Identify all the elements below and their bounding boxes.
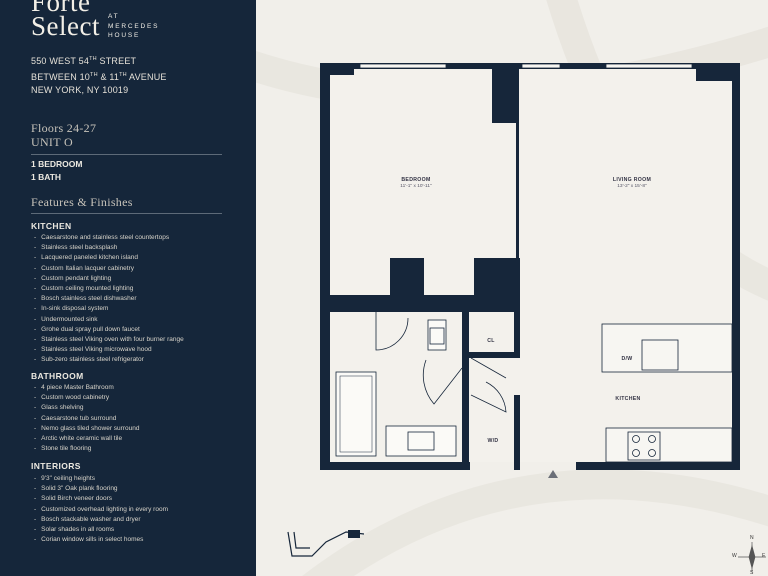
address-line-3: NEW YORK, NY 10019 [31,85,129,95]
feature-item: Customized overhead lighting in every ro… [34,505,168,515]
address-line-1: 550 WEST 54TH STREET [31,56,137,66]
kitchen-list: Caesarstone and stainless steel countert… [34,233,184,366]
divider [31,154,222,155]
entry-marker [548,470,558,478]
kitchen-counter [601,323,733,373]
feature-item: Sub-zero stainless steel refrigerator [34,355,184,365]
kitchen-title: KITCHEN [31,221,72,231]
brand-logo: Forte Select [31,0,100,41]
feature-item: In-sink disposal system [34,304,184,314]
floor-plan: BEDROOM 11'-1" x 10'-11" LIVING ROOM 13'… [256,0,768,576]
address-line-2: BETWEEN 10TH & 11TH AVENUE [31,71,167,82]
feature-item: 9'3" ceiling heights [34,474,168,484]
feature-item: Custom wood cabinetry [34,393,139,403]
feature-item: Glass shelving [34,403,139,413]
vanity [385,425,457,457]
range-counter [605,427,733,463]
kitchen-fixtures [601,323,733,463]
feature-item: Bosch stackable washer and dryer [34,515,168,525]
feature-item: Nemo glass tiled shower surround [34,424,139,434]
washer-dryer-label: W/D [487,438,499,444]
features-title: Features & Finishes [31,195,133,209]
divider [31,213,222,214]
kitchen-label: KITCHEN [615,396,641,402]
feature-item: Caesarstone and stainless steel countert… [34,233,184,243]
feature-item: Stainless steel Viking microwave hood [34,345,184,355]
closet-label: CL [487,338,495,344]
feature-item: Caesarstone tub surround [34,414,139,424]
feature-item: Stainless steel Viking oven with four bu… [34,335,184,345]
bath-count: 1 BATH [31,172,62,182]
info-sidebar: Forte Select AT MERCEDES HOUSE 550 WEST … [0,0,256,576]
feature-item: Custom Italian lacquer cabinetry [34,264,184,274]
feature-item: Stainless steel backsplash [34,243,184,253]
key-plan-unit [348,530,360,538]
compass-w: W [732,553,737,559]
feature-item: Custom pendant lighting [34,274,184,284]
kitchen-sink [641,339,679,371]
toilet [427,319,447,351]
compass [738,542,766,572]
living-room-label: LIVING ROOM [612,177,652,183]
cooktop [627,431,661,461]
interiors-list: 9'3" ceiling heightsSolid 3" Oak plank f… [34,474,168,545]
dishwasher-label: D/W [621,356,633,362]
bath-fixtures [335,319,457,457]
floors-text: Floors 24-27 [31,121,97,135]
feature-item: Lacquered paneled kitchen island [34,253,184,263]
feature-item: Solid 3" Oak plank flooring [34,484,168,494]
interiors-title: INTERIORS [31,461,81,471]
windows [359,63,693,69]
interior-floor [328,68,738,462]
feature-item: Solid Birch veneer doors [34,494,168,504]
compass-e: E [762,553,766,559]
bedroom-label: BEDROOM [401,177,431,183]
feature-item: Solar shades in all rooms [34,525,168,535]
bedroom-count: 1 BEDROOM [31,159,83,169]
feature-item: Bosch stainless steel dishwasher [34,294,184,304]
compass-n: N [750,535,754,541]
bathroom-title: BATHROOM [31,371,84,381]
compass-s: S [750,570,754,576]
living-room-dimensions: 13'-2" x 15'-8" [617,184,647,189]
brand-subtitle: AT MERCEDES HOUSE [108,13,160,39]
feature-item: Custom ceiling mounted lighting [34,284,184,294]
unit-text: UNIT O [31,135,73,149]
feature-item: Grohe dual spray pull down faucet [34,325,184,335]
feature-item: Arctic white ceramic wall tile [34,434,139,444]
feature-item: Corian window sills in select homes [34,535,168,545]
floor-plan-drawing [256,0,768,576]
feature-item: Stone tile flooring [34,444,139,454]
door-swings [375,312,507,413]
bathroom-list: 4 piece Master BathroomCustom wood cabin… [34,383,139,454]
feature-item: Undermounted sink [34,315,184,325]
bathtub [335,371,377,457]
address: 550 WEST 54TH STREET BETWEEN 10TH & 11TH… [31,53,167,98]
feature-item: 4 piece Master Bathroom [34,383,139,393]
bedroom-dimensions: 11'-1" x 10'-11" [400,184,432,189]
